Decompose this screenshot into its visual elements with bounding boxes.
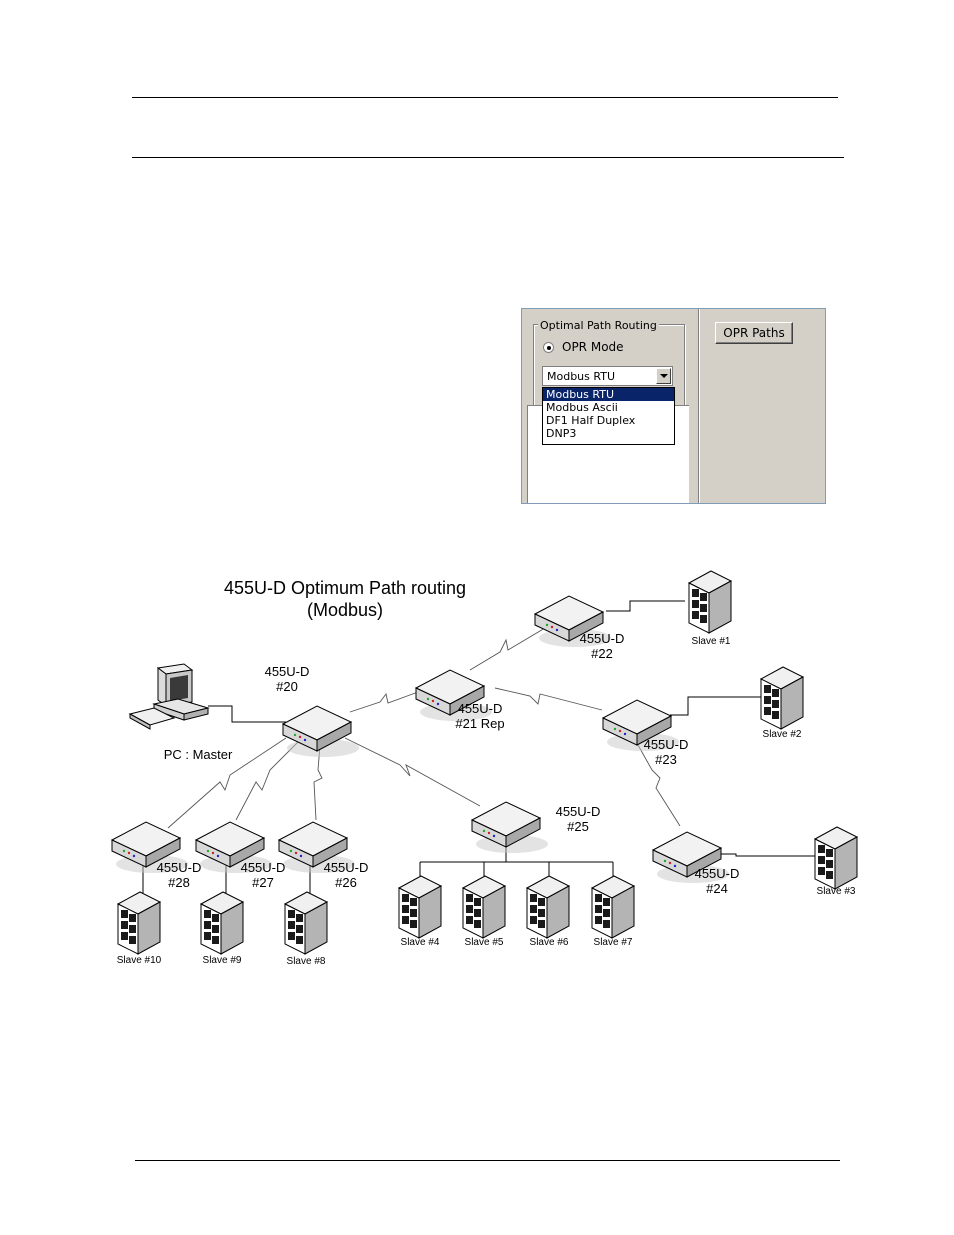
header-rule-top <box>132 97 838 98</box>
radio-selected-dot <box>547 346 551 350</box>
radio-link <box>349 691 419 713</box>
wire-23-slave2 <box>670 696 762 716</box>
chevron-down-icon[interactable] <box>656 368 671 384</box>
modem-icon-25 <box>471 801 549 854</box>
pc-master-label: PC : Master <box>164 747 233 762</box>
device-number-label: #27 <box>252 875 274 890</box>
slave-labels: Slave #1 Slave #2 Slave #3 Slave #4 Slav… <box>117 636 856 967</box>
pc-master-icon <box>128 663 210 730</box>
device-model-label: 455U-D <box>324 860 369 875</box>
device-number-label: #23 <box>655 752 677 767</box>
opr-mode-label[interactable]: OPR Mode <box>562 340 624 354</box>
device-model-label: 455U-D <box>644 737 689 752</box>
protocol-option[interactable]: Modbus Ascii <box>546 401 618 414</box>
modem-labels: 455U-D #20 455U-D #21 Rep 455U-D #22 455… <box>157 631 740 896</box>
panel-divider-highlight <box>699 309 700 503</box>
panel-divider <box>698 309 699 503</box>
slave-label: Slave #10 <box>117 955 162 966</box>
opr-settings-panel: Optimal Path Routing OPR Mode Modbus RTU… <box>521 308 826 504</box>
device-number-label: #22 <box>591 646 613 661</box>
slave-server-icon-5 <box>462 875 506 939</box>
opr-group-title: Optimal Path Routing <box>538 319 659 332</box>
radio-link <box>235 739 301 821</box>
device-model-label: 455U-D <box>580 631 625 646</box>
wire-22-slave1 <box>606 600 685 612</box>
protocol-dropdown-list[interactable]: Modbus RTU Modbus Ascii DF1 Half Duplex … <box>542 387 675 445</box>
device-number-label: #24 <box>706 881 728 896</box>
radio-link <box>313 744 323 821</box>
radio-link <box>167 737 287 829</box>
device-model-label: 455U-D <box>241 860 286 875</box>
radio-link <box>637 744 681 827</box>
device-number-label: #25 <box>567 819 589 834</box>
device-number-label: #28 <box>168 875 190 890</box>
slave-label: Slave #9 <box>203 955 242 966</box>
slave-label: Slave #7 <box>594 937 633 948</box>
radio-links <box>167 627 681 829</box>
opr-mode-radio[interactable] <box>543 342 554 353</box>
slave-label: Slave #6 <box>530 937 569 948</box>
slave-server-icon-1 <box>688 570 732 634</box>
slave-server-icon-4 <box>398 875 442 939</box>
device-model-label: 455U-D <box>556 804 601 819</box>
slave-server-icon-3 <box>814 826 858 890</box>
device-model-label: 455U-D <box>157 860 202 875</box>
diagram-title-line2: (Modbus) <box>307 600 383 620</box>
slave-server-icon-9 <box>200 891 244 955</box>
device-model-label: 455U-D <box>695 866 740 881</box>
slave-label: Slave #8 <box>287 956 326 967</box>
header-rule-bottom <box>132 157 844 158</box>
wire-24-slave3 <box>720 853 816 857</box>
slave-label: Slave #5 <box>465 937 504 948</box>
protocol-option[interactable]: Modbus RTU <box>543 388 674 401</box>
slave-server-icon-10 <box>117 891 161 955</box>
slave-server-icon-6 <box>526 875 570 939</box>
wired-links <box>142 600 816 893</box>
radio-link <box>494 687 603 711</box>
protocol-option[interactable]: DNP3 <box>546 427 577 440</box>
slave-server-icon-8 <box>284 891 328 955</box>
slave-server-icon-2 <box>760 666 804 730</box>
modem-icon-20 <box>282 705 360 758</box>
device-number-label: #20 <box>276 679 298 694</box>
slave-label: Slave #3 <box>817 886 856 897</box>
opr-paths-button[interactable]: OPR Paths <box>715 322 793 344</box>
wire-pc-20 <box>208 705 286 723</box>
slave-label: Slave #1 <box>692 636 731 647</box>
slave-label: Slave #2 <box>763 729 802 740</box>
device-model-label: 455U-D <box>458 701 503 716</box>
device-number-label: #21 Rep <box>455 716 504 731</box>
device-model-label: 455U-D <box>265 664 310 679</box>
slave-server-icon-7 <box>591 875 635 939</box>
protocol-combobox[interactable]: Modbus RTU <box>542 366 673 386</box>
protocol-option[interactable]: DF1 Half Duplex <box>546 414 636 427</box>
slave-label: Slave #4 <box>401 937 440 948</box>
radio-link <box>469 627 546 671</box>
radio-link <box>344 737 481 807</box>
diagram-title-line1: 455U-D Optimum Path routing <box>224 578 466 598</box>
footer-rule <box>135 1160 840 1161</box>
device-number-label: #26 <box>335 875 357 890</box>
protocol-combobox-value: Modbus RTU <box>547 370 615 383</box>
